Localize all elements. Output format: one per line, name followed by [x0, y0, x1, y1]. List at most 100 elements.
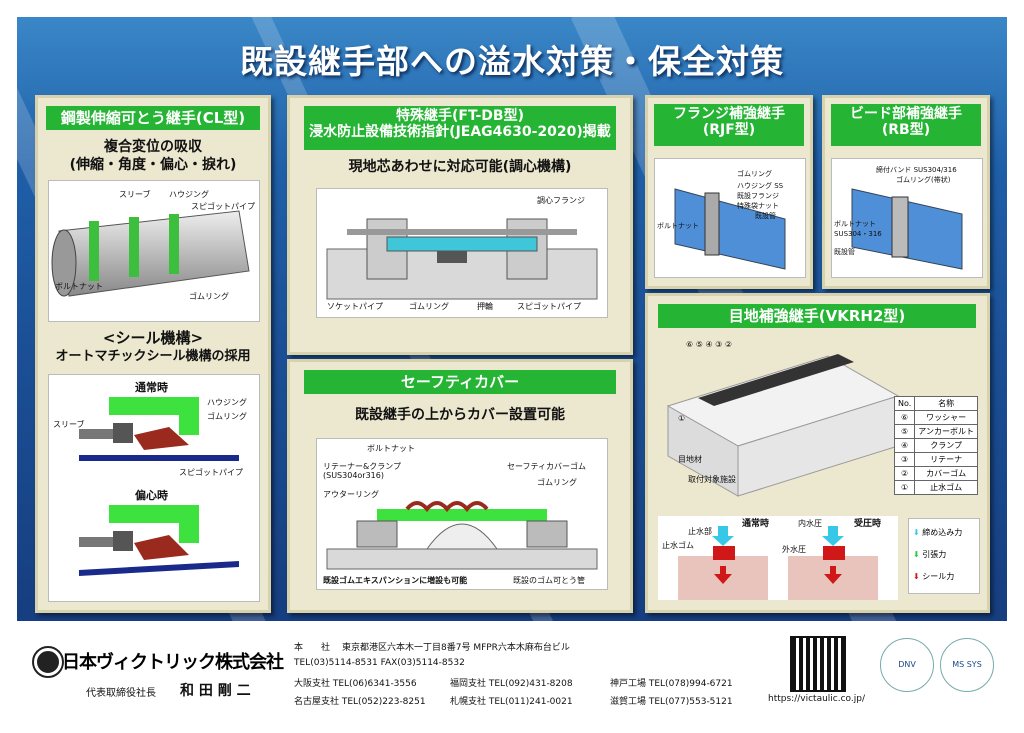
vkrh2-label-joint: 目地材	[678, 455, 702, 464]
table-cell-no: ④	[893, 438, 916, 453]
rjf-label-bolt: ボルトナット	[657, 222, 699, 230]
table-cell-name: クランプ	[914, 438, 978, 453]
legend-label: シール力	[922, 572, 955, 581]
panel-ft-db-joint: 特殊継手(FT-DB型) 浸水防止設備技術指針(JEAG4630-2020)掲載…	[287, 95, 633, 355]
office-osaka: 大阪支社 TEL(06)6341-3556	[294, 679, 417, 689]
ftdb-header-line1: 特殊継手(FT-DB型)	[396, 108, 524, 124]
ftdb-label-flange: 調心フランジ	[537, 196, 585, 205]
table-cell-name: リテーナ	[914, 452, 978, 467]
seal-illustration	[79, 397, 239, 576]
table-cell-no: ⑥	[893, 410, 916, 425]
panel-cl-joint: 鋼製伸縮可とう継手(CL型) 複合変位の吸収 (伸縮・角度・偏心・捩れ) スリー…	[35, 95, 271, 613]
ftdb-illustration	[326, 218, 598, 300]
poster-title: 既設継手部への溢水対策・保全対策	[240, 42, 784, 81]
vkrh2-water-part: 止水部	[688, 527, 712, 536]
safety-label-outer: アウターリング	[323, 490, 379, 499]
rjf-label-rubber: ゴムリング	[737, 170, 772, 178]
safety-figure: ボルトナット リテーナー&クランプ (SUS304or316) アウターリング …	[316, 438, 608, 590]
label-sleeve: スリーブ	[119, 190, 151, 199]
vkrh2-seal-illustration	[678, 526, 878, 600]
vkrh2-pressure: 受圧時	[854, 519, 882, 529]
rjf-label-existing: 既設管	[755, 212, 776, 220]
table-header-no: No.	[893, 396, 916, 411]
rep-name: 和 田 剛 二	[180, 683, 251, 699]
label-housing: ハウジング	[169, 190, 209, 199]
num-4: ④	[705, 340, 713, 349]
company-name: 日本ヴィクトリック株式会社	[62, 652, 284, 673]
cl-joint-figure: スリーブ ハウジング スピゴットパイプ ボルトナット ゴムリング	[48, 180, 260, 322]
table-cell-no: ②	[893, 466, 916, 481]
table-cell-name: ワッシャー	[914, 410, 978, 425]
cl-sub2-line1: <シール機構>	[102, 329, 204, 347]
label-bolt: ボルトナット	[55, 282, 103, 291]
safety-label-retainer-mat: (SUS304or316)	[323, 471, 384, 480]
rb-header-line1: ビード部補強継手	[850, 106, 962, 122]
hq-label: 本 社	[294, 643, 331, 653]
arrow-down-icon: ⬇	[913, 528, 920, 537]
legend-item-clamp: ⬇ 締め込み力	[913, 527, 962, 538]
rep-title: 代表取締役社長	[86, 688, 156, 699]
rjf-label-housing: ハウジング SS	[737, 182, 784, 190]
rjf-label-nut: 特殊袋ナット	[737, 202, 779, 210]
table-header-name: 名称	[914, 396, 978, 411]
cert-dnv-label: DNV	[898, 660, 916, 669]
panel-ftdb-header: 特殊継手(FT-DB型) 浸水防止設備技術指針(JEAG4630-2020)掲載	[304, 106, 616, 150]
cert-ms-label: MS SYS	[952, 660, 982, 669]
legend-item-seal: ⬇ シール力	[913, 571, 954, 582]
office-shiga: 滋賀工場 TEL(077)553-5121	[610, 697, 733, 707]
rb-label-existing: 既設管	[834, 248, 855, 256]
rjf-header: フランジ補強継手 (RJF型)	[654, 104, 804, 146]
label-spigot: スピゴットパイプ	[191, 202, 255, 211]
rb-header-line2: (RB型)	[881, 122, 931, 139]
rb-header: ビード部補強継手 (RB型)	[831, 104, 981, 146]
cl-sub2-line2: オートマチックシール機構の採用	[55, 349, 251, 364]
vkrh2-outer: 外水圧	[782, 545, 806, 554]
table-header-row: No. 名称	[893, 396, 978, 411]
rjf-figure: ゴムリング ハウジング SS 既設フランジ 特殊袋ナット 既設管 ボルトナット	[654, 158, 806, 278]
seal-label-sleeve: スリーブ	[53, 420, 85, 429]
safety-sub: 既設継手の上からカバー設置可能	[355, 407, 565, 423]
poster-background: 既設継手部への溢水対策・保全対策 鋼製伸縮可とう継手(CL型) 複合変位の吸収 …	[17, 17, 1007, 621]
table-cell-name: アンカーボルト	[914, 424, 978, 439]
cl-sub1-line2: (伸縮・角度・偏心・捩れ)	[69, 157, 237, 173]
office-fukuoka: 福岡支社 TEL(092)431-8208	[450, 679, 573, 689]
safety-note-right: 既設のゴム可とう管	[513, 576, 585, 585]
rb-label-band: 締付バンド SUS304/316	[876, 166, 957, 174]
table-cell-no: ③	[893, 452, 916, 467]
safety-label-retainer: リテーナー&クランプ	[323, 462, 401, 471]
ftdb-label-socket: ソケットパイプ	[327, 302, 383, 311]
qr-code-icon[interactable]	[790, 636, 846, 692]
ftdb-figure: 調心フランジ ソケットパイプ ゴムリング 押輪 スピゴットパイプ	[316, 188, 608, 318]
ftdb-label-spigot: スピゴットパイプ	[517, 302, 581, 311]
rb-figure: 締付バンド SUS304/316 ゴムリング(帯状) ボルトナット SUS304…	[831, 158, 983, 278]
ftdb-label-ring: 押輪	[477, 302, 493, 311]
rb-label-rubber: ゴムリング(帯状)	[896, 176, 951, 184]
vkrh2-water-rubber: 止水ゴム	[662, 541, 694, 550]
office-kobe: 神戸工場 TEL(078)994-6721	[610, 679, 733, 689]
footer: 日本ヴィクトリック株式会社 代表取締役社長 和 田 剛 二 本 社 東京都港区六…	[0, 628, 1024, 733]
vkrh2-callouts: ⑥ ⑤ ④ ③ ②	[686, 340, 732, 349]
hq-tel: TEL(03)5114-8531 FAX(03)5114-8532	[294, 658, 465, 668]
table-cell-no: ⑤	[893, 424, 916, 439]
vkrh2-inner: 内水圧	[798, 519, 822, 528]
ftdb-header-line2: 浸水防止設備技術指針(JEAG4630-2020)掲載	[309, 124, 611, 141]
panel-vkrh2-joint: 目地補強継手(VKRH2型) ⑥ ⑤ ④ ③ ② ① 目地材 取付対象施設 No…	[645, 293, 990, 613]
panel-cl-header: 鋼製伸縮可とう継手(CL型)	[46, 106, 260, 130]
ftdb-sub: 現地芯あわせに対応可能(調心機構)	[348, 159, 572, 175]
num-1: ①	[678, 414, 686, 423]
arrow-down-icon: ⬇	[913, 572, 920, 581]
panel-safety-cover: セーフティカバー 既設継手の上からカバー設置可能 ボルトナット リテーナー&クラ…	[287, 359, 633, 613]
rjf-header-line1: フランジ補強継手	[673, 106, 785, 122]
office-sapporo: 札幌支社 TEL(011)241-0021	[450, 697, 573, 707]
rb-label-bolt: ボルトナット	[834, 220, 876, 228]
rjf-label-flange: 既設フランジ	[737, 192, 779, 200]
arrow-down-icon: ⬇	[913, 550, 920, 559]
rjf-header-line2: (RJF型)	[702, 122, 756, 139]
website-url[interactable]: https://victaulic.co.jp/	[768, 694, 865, 704]
hq-address: 東京都港区六本木一丁目8番7号 MFPR六本木麻布台ビル	[342, 643, 570, 653]
